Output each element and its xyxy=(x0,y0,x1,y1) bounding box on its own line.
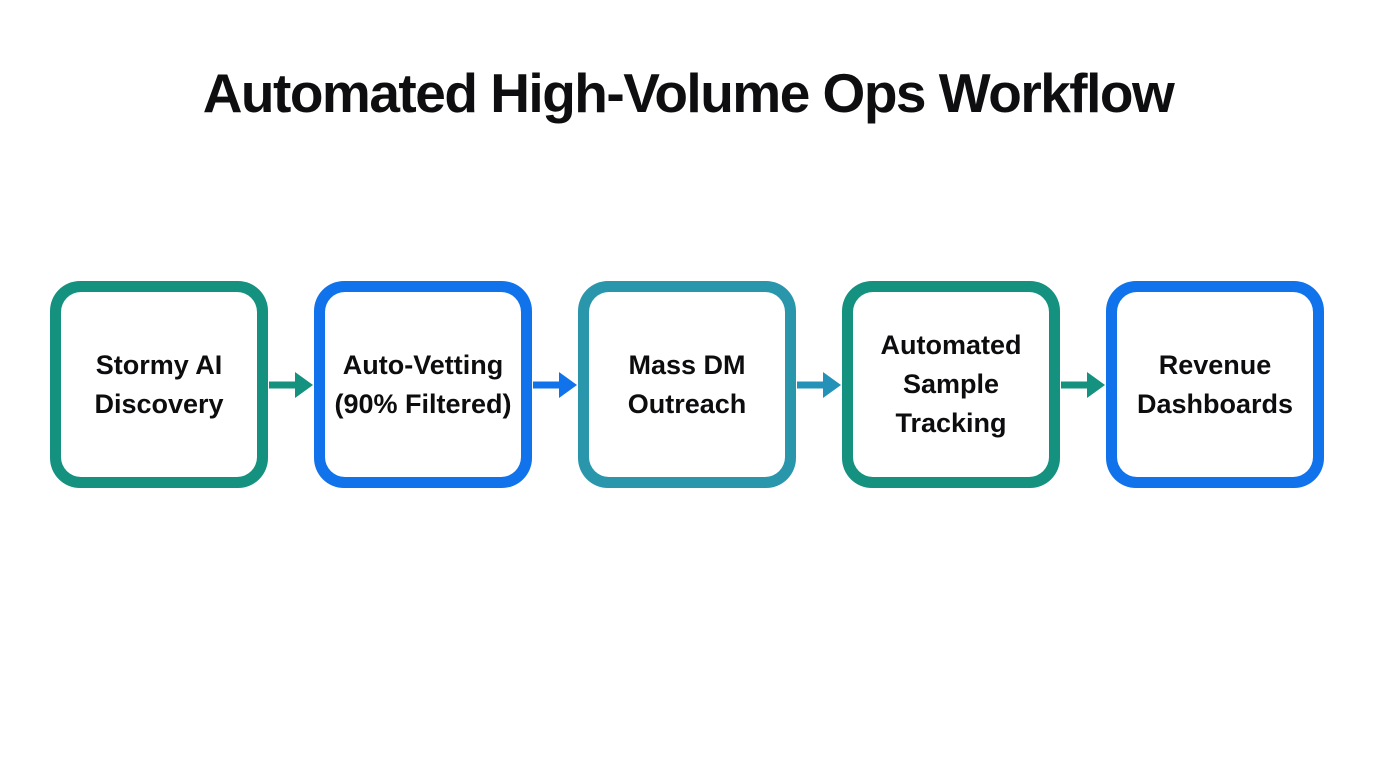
connector-3 xyxy=(796,281,842,488)
connector-2 xyxy=(532,281,578,488)
step-label: Stormy AI Discovery xyxy=(94,349,224,419)
step-label: Auto-Vetting (90% Filtered) xyxy=(334,349,512,419)
step-inner: Revenue Dashboards xyxy=(1117,292,1313,477)
arrow-right-icon xyxy=(269,371,313,398)
step-inner: Automated Sample Tracking xyxy=(853,292,1049,477)
connector-4 xyxy=(1060,281,1106,488)
arrow-right-icon xyxy=(533,371,577,398)
step-inner: Stormy AI Discovery xyxy=(61,292,257,477)
workflow-step-automated-sample-tracking: Automated Sample Tracking xyxy=(842,281,1060,488)
arrow-right-icon xyxy=(797,371,841,398)
page-title: Automated High-Volume Ops Workflow xyxy=(202,62,1175,124)
step-label: Mass DM Outreach xyxy=(627,349,747,419)
arrow-right-icon xyxy=(1061,371,1105,398)
step-label: Automated Sample Tracking xyxy=(880,330,1022,438)
workflow-step-stormy-ai-discovery: Stormy AI Discovery xyxy=(50,281,268,488)
step-inner: Auto-Vetting (90% Filtered) xyxy=(325,292,521,477)
step-label: Revenue Dashboards xyxy=(1136,349,1294,419)
step-inner: Mass DM Outreach xyxy=(589,292,785,477)
workflow-diagram: Stormy AI Discovery Auto-Vetting (90% Fi… xyxy=(50,281,1324,488)
workflow-step-mass-dm-outreach: Mass DM Outreach xyxy=(578,281,796,488)
connector-1 xyxy=(268,281,314,488)
workflow-step-revenue-dashboards: Revenue Dashboards xyxy=(1106,281,1324,488)
workflow-step-auto-vetting: Auto-Vetting (90% Filtered) xyxy=(314,281,532,488)
